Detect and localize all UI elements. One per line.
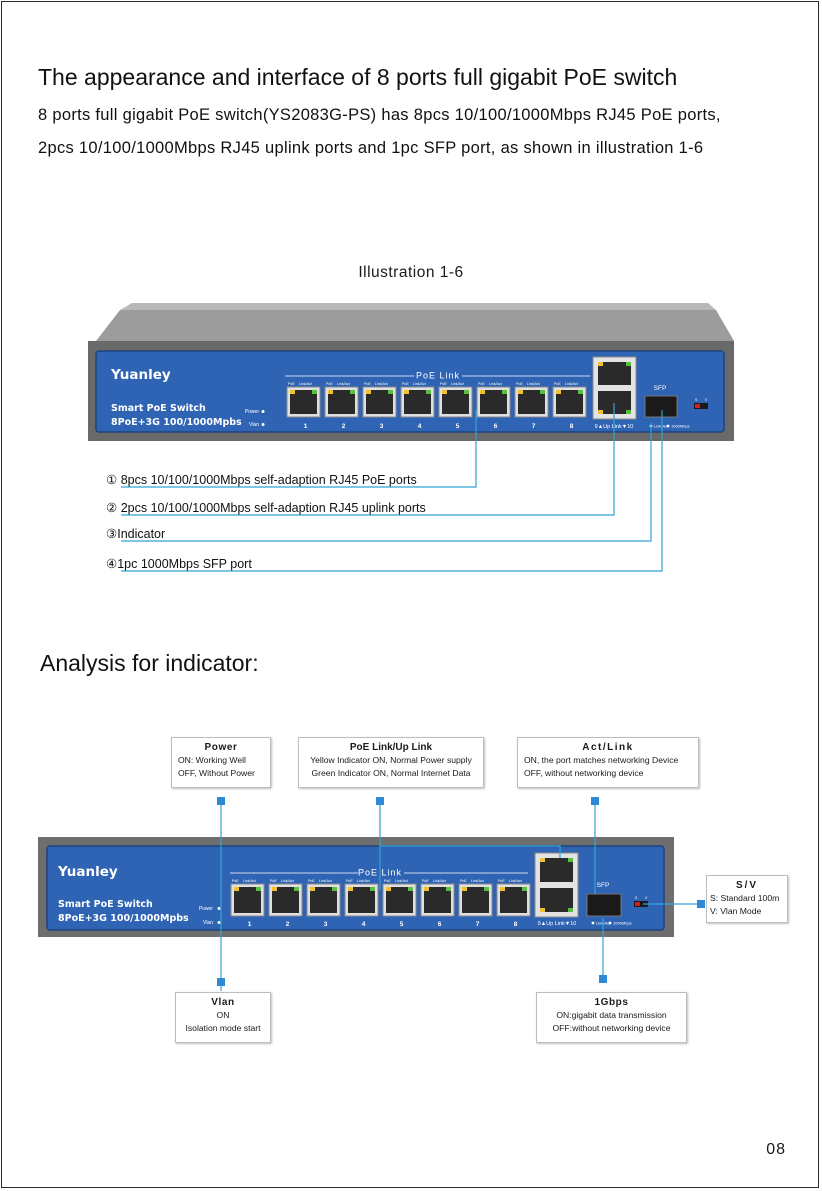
indicator-box-sv: S/V S: Standard 100m V: Vlan Mode [706, 875, 788, 923]
indicator-box-1gbps: 1Gbps ON:gigabit data transmission OFF:w… [536, 992, 687, 1043]
page-number: 08 [766, 1141, 786, 1158]
callout-1: ① 8pcs 10/100/1000Mbps self-adaption RJ4… [106, 473, 417, 487]
illustration-caption: Illustration 1-6 [358, 264, 464, 281]
indicator-box-vlan: Vlan ON Isolation mode start [175, 992, 271, 1043]
indicator-box-poe-link: PoE Link/Up Link Yellow Indicator ON, No… [298, 737, 484, 788]
section-title-indicator: Analysis for indicator: [40, 650, 259, 676]
callout-4: ④1pc 1000Mbps SFP port [106, 557, 252, 571]
callout-2: ② 2pcs 10/100/1000Mbps self-adaption RJ4… [106, 501, 426, 515]
intro-line-1: 8 ports full gigabit PoE switch(YS2083G-… [38, 106, 721, 124]
page-title: The appearance and interface of 8 ports … [38, 64, 678, 90]
indicator-box-act-link: Act/Link ON, the port matches networking… [517, 737, 699, 788]
indicator-box-power: Power ON: Working Well OFF, Without Powe… [171, 737, 271, 788]
callout-3: ③Indicator [106, 527, 166, 541]
intro-line-2: 2pcs 10/100/1000Mbps RJ45 uplink ports a… [38, 139, 704, 157]
